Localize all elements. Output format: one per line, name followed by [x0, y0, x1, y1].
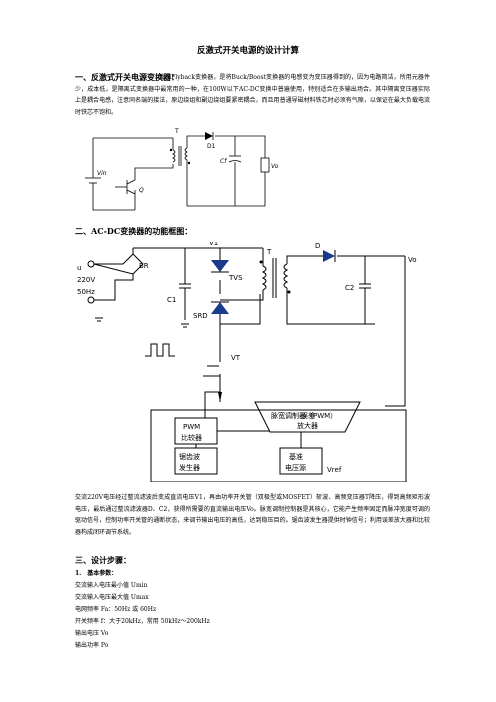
pwm-title: 脉宽调制器（PWM） — [271, 411, 337, 420]
section2-heading: 二、AC-DC变换器的功能框图： — [75, 226, 193, 236]
label-c1: C1 — [167, 296, 176, 304]
label-t: T — [266, 248, 272, 256]
label-u: u — [77, 264, 81, 272]
page-title: 反激式开关电源的设计计算 — [196, 46, 299, 56]
param-fa: 电网频率 Fa：50Hz 或 60Hz — [75, 606, 157, 613]
error-amp-line2: 放大器 — [297, 421, 318, 430]
reference-line1: 基准 — [289, 452, 303, 461]
param-po: 输出功率 Po — [75, 642, 109, 649]
reference-line2: 电压源 — [285, 463, 306, 472]
label-vo: Vo — [271, 163, 279, 170]
flyback-schematic: T D1 Cf Vo Vin Q — [85, 128, 279, 211]
label-vt: VT — [231, 354, 241, 362]
sawtooth-gen-line2: 发生器 — [179, 463, 200, 472]
pwm-comparator-line2: 比较器 — [181, 433, 202, 442]
sawtooth-gen-line1: 锯齿波 — [179, 452, 200, 461]
section1-paragraph: 也称Flyback变换器，是将Buck/Boost变换器的电感变为变压器得到的，… — [75, 74, 430, 116]
label-d: D — [315, 242, 320, 250]
label-srd: SRD — [193, 312, 208, 320]
subsection-basic-params: 1. 基本参数： — [75, 570, 118, 577]
pwm-comparator-line1: PWM — [183, 423, 200, 431]
label-cf: Cf — [220, 158, 227, 165]
section1-heading: 一、反激式开关电源变换器： — [75, 72, 179, 82]
section3-heading: 三、设计步骤： — [75, 555, 131, 565]
label-d1: D1 — [207, 143, 216, 150]
param-vo: 输出电压 Vo — [75, 630, 109, 637]
param-f: 开关频率 f：大于20kHz，常用 50kHz～200kHz — [75, 618, 210, 625]
label-v1: V1 — [209, 242, 218, 247]
ac-dc-block-diagram: u 220V 50Hz BR V1 TVS T D Vo C1 SRD C2 V… — [77, 242, 417, 482]
label-c2: C2 — [345, 284, 354, 292]
error-amp-line1: 误差 — [301, 411, 315, 420]
label-tvs: TVS — [228, 274, 243, 282]
section2-paragraph: 交流220V电压经过整流滤波后变成直流电压V1，再由功率开关管（双极型或MOSF… — [75, 494, 430, 536]
label-q: Q — [139, 187, 144, 194]
label-50hz: 50Hz — [77, 288, 95, 296]
label-vref: Vref — [327, 466, 342, 474]
label-br: BR — [139, 262, 149, 270]
label-220v: 220V — [77, 276, 95, 284]
label-vin: Vin — [97, 170, 107, 177]
label-vo: Vo — [408, 256, 417, 264]
param-umin: 交流输入电压最小值 Umin — [75, 582, 148, 589]
label-t: T — [174, 128, 179, 135]
param-umax: 交流输入电压最大值 Umax — [75, 594, 149, 601]
